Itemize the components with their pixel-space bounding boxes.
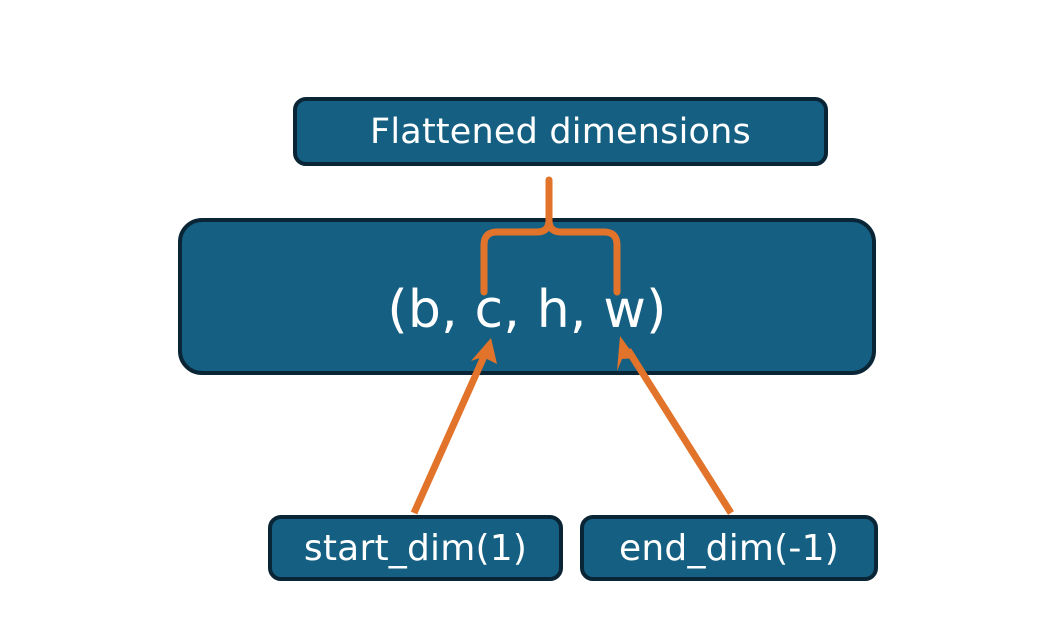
node-start-dim[interactable]: start_dim(1) [268,515,563,581]
start-dim-arrow-shaft [410,350,490,515]
node-end-dim[interactable]: end_dim(-1) [580,515,878,581]
node-shape-tuple-label: (b, c, h, w) [387,279,667,340]
node-start-dim-label: start_dim(1) [303,527,528,569]
node-end-dim-label: end_dim(-1) [619,527,839,569]
node-shape-tuple[interactable]: (b, c, h, w) [178,218,876,375]
node-flattened-dimensions-label: Flattened dimensions [370,111,751,152]
node-flattened-dimensions[interactable]: Flattened dimensions [293,97,828,166]
